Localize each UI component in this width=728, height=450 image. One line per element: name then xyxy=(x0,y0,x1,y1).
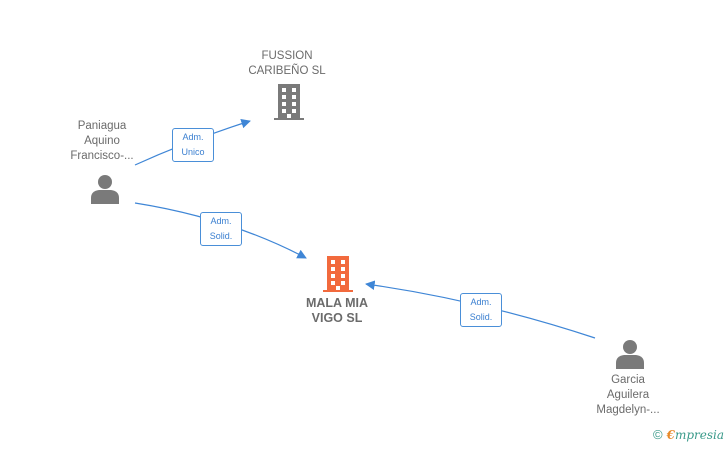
edge-label-adm-solid: Adm. Solid. xyxy=(200,212,242,246)
company-label-mala-mia[interactable]: MALA MIA VIGO SL xyxy=(305,296,369,325)
building-icon-main[interactable] xyxy=(323,256,353,292)
building-icon[interactable] xyxy=(274,84,304,120)
person-icon[interactable] xyxy=(615,339,645,369)
person-label-paniagua[interactable]: Paniagua Aquino Francisco-... xyxy=(70,120,134,162)
person-icon[interactable] xyxy=(90,174,120,204)
brand-initial: € xyxy=(666,427,675,442)
edge-label-adm-unico: Adm. Unico xyxy=(172,128,214,162)
company-label-fussion[interactable]: FUSSION CARIBEÑO SL xyxy=(248,50,326,77)
brand-name: mpresia xyxy=(674,427,724,442)
person-label-garcia[interactable]: Garcia Aguilera Magdelyn-... xyxy=(596,374,660,416)
edge-label-adm-solid: Adm. Solid. xyxy=(460,293,502,327)
copyright-symbol: © xyxy=(652,427,663,442)
empresia-logo: © €mpresia xyxy=(653,427,724,442)
